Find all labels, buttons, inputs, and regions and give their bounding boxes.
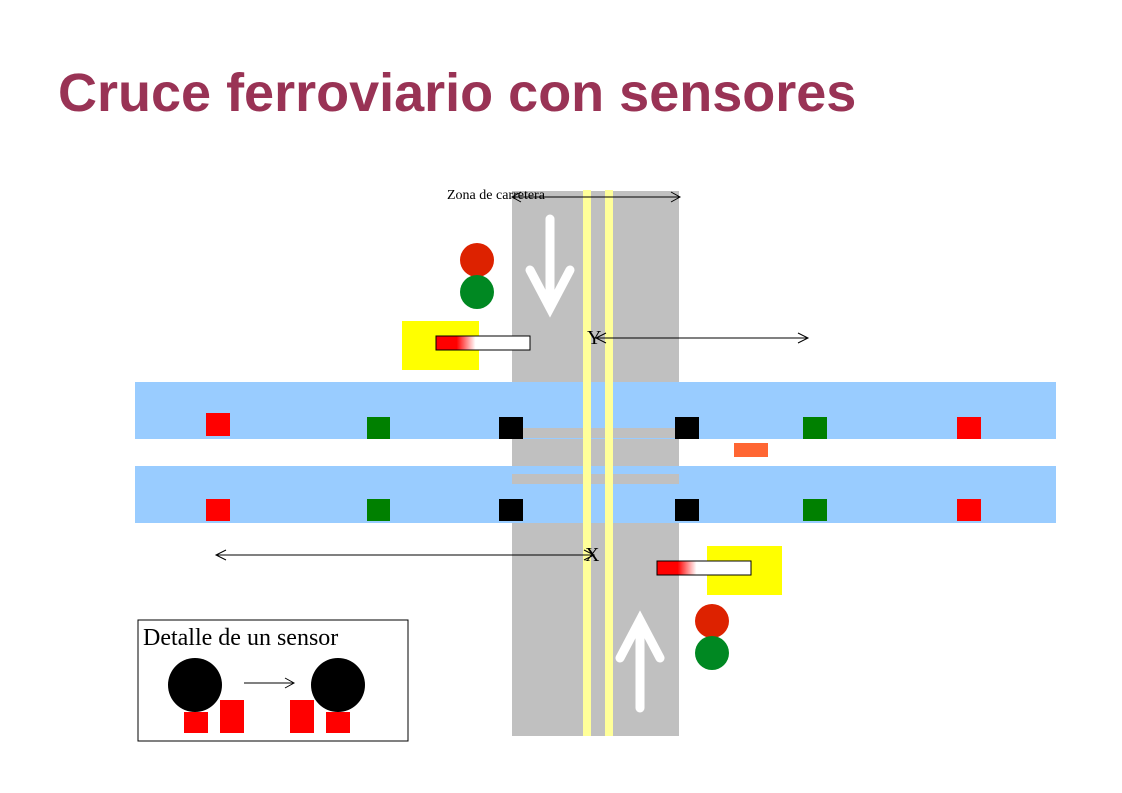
road-line-right bbox=[605, 190, 613, 736]
traffic-light-red-lower bbox=[695, 604, 729, 638]
distance-label-x: X bbox=[585, 544, 600, 566]
zone-dimension-arrow bbox=[510, 191, 682, 203]
crossing-rail-lower bbox=[520, 502, 680, 511]
sensor-green bbox=[367, 417, 390, 439]
detail-sensor-small-right bbox=[326, 712, 350, 733]
sensor-red bbox=[206, 413, 230, 436]
sensor-red bbox=[206, 499, 230, 521]
sensor-black bbox=[499, 499, 523, 521]
train-marker bbox=[734, 443, 768, 457]
detail-wheel-right bbox=[311, 658, 365, 712]
road-line-left bbox=[583, 190, 591, 736]
detail-wheel-left bbox=[168, 658, 222, 712]
detail-sensor-tall-left bbox=[220, 700, 244, 733]
sensor-red bbox=[957, 499, 981, 521]
up-arrow-icon bbox=[615, 610, 665, 713]
crossing-rail-upper bbox=[520, 419, 680, 428]
sensor-green bbox=[803, 417, 827, 439]
traffic-light-green-upper bbox=[460, 275, 494, 309]
traffic-light-red-upper bbox=[460, 243, 494, 277]
distance-label-y: Y bbox=[587, 327, 602, 349]
sensor-black bbox=[675, 499, 699, 521]
sensor-green bbox=[367, 499, 390, 521]
sensor-black bbox=[675, 417, 699, 439]
down-arrow-icon bbox=[525, 214, 575, 318]
barrier-arm-lower bbox=[656, 560, 752, 576]
sensor-red bbox=[957, 417, 981, 439]
sensor-green bbox=[803, 499, 827, 521]
traffic-light-green-lower bbox=[695, 636, 729, 670]
page-title: Cruce ferroviario con sensores bbox=[58, 63, 857, 123]
detail-sensor-tall-right bbox=[290, 700, 314, 733]
barrier-arm-upper bbox=[435, 335, 531, 351]
y-distance-arrow bbox=[594, 332, 810, 344]
detail-motion-arrow bbox=[244, 677, 296, 689]
sensor-black bbox=[499, 417, 523, 439]
crossing-road-mid bbox=[512, 428, 679, 438]
x-distance-arrow bbox=[214, 549, 596, 561]
crossing-road-between bbox=[512, 474, 679, 484]
zone-label: Zona de carretera bbox=[447, 188, 545, 203]
sensor-detail-label: Detalle de un sensor bbox=[143, 625, 339, 651]
detail-sensor-small-left bbox=[184, 712, 208, 733]
crossing-road-upper bbox=[512, 392, 679, 400]
